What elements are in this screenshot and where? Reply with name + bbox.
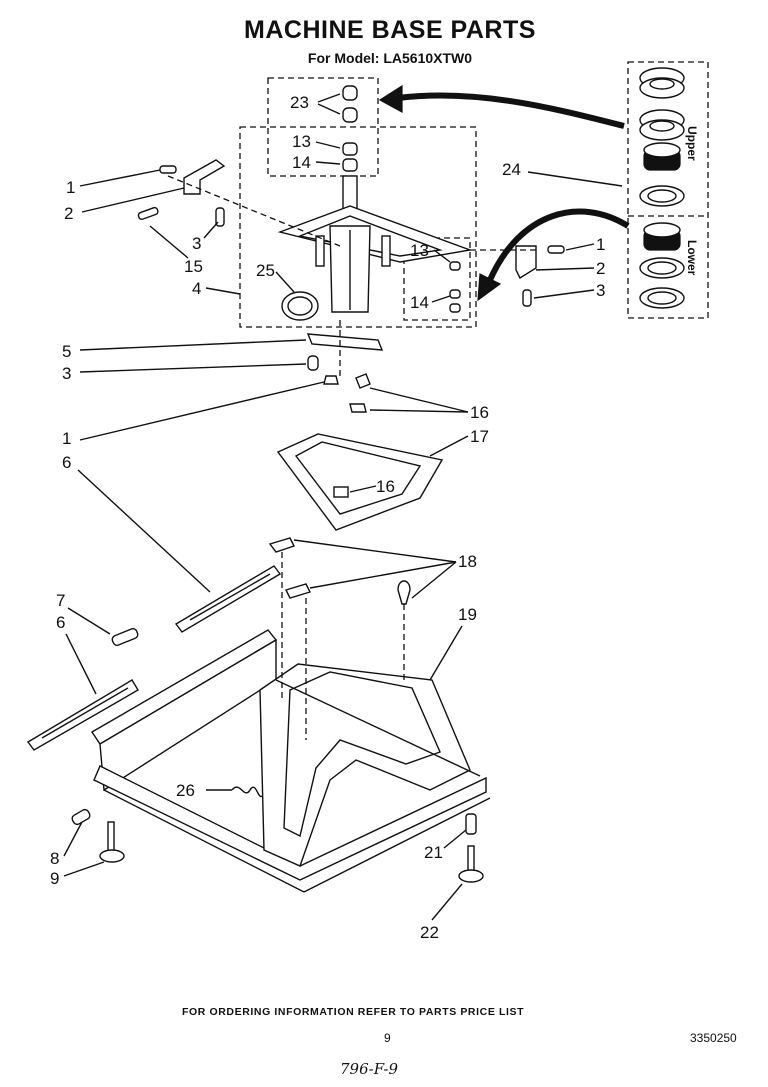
callout-22: 22 bbox=[420, 923, 439, 942]
lower-kit-arrow bbox=[487, 208, 630, 282]
callout-4: 4 bbox=[192, 279, 201, 298]
dashed-group-boxes bbox=[239, 61, 709, 328]
bearing-kit-box bbox=[627, 61, 709, 319]
callout-7: 7 bbox=[56, 591, 65, 610]
model-subtitle: For Model: LA5610XTW0 bbox=[307, 50, 473, 66]
lower-bearing-set bbox=[639, 222, 685, 309]
leveling-legs bbox=[71, 808, 484, 883]
callout-9: 9 bbox=[50, 869, 59, 888]
hub-assembly-box bbox=[239, 126, 477, 328]
callout-18: 18 bbox=[458, 552, 477, 571]
callout-23: 23 bbox=[290, 93, 309, 112]
hose-clip bbox=[231, 786, 263, 798]
callout-3: 3 bbox=[62, 364, 71, 383]
bearing-kit: Upper Lower bbox=[639, 67, 699, 309]
document-number: 3350250 bbox=[690, 1031, 737, 1045]
leader-lines bbox=[63, 93, 623, 921]
callout-2: 2 bbox=[64, 204, 73, 223]
side-rails bbox=[26, 565, 282, 751]
callout-6: 6 bbox=[62, 453, 71, 472]
callout-8: 8 bbox=[50, 849, 59, 868]
curved-arrows bbox=[378, 84, 630, 302]
callout-17: 17 bbox=[470, 427, 489, 446]
callout-2: 2 bbox=[596, 259, 605, 278]
callout-labels: 1 2 3 15 4 25 23 13 14 13 14 24 1 2 3 5 … bbox=[50, 93, 605, 942]
callout-1: 1 bbox=[62, 429, 71, 448]
upper-right-bracket bbox=[515, 245, 565, 307]
callout-25: 25 bbox=[256, 261, 275, 280]
callout-14: 14 bbox=[410, 293, 429, 312]
callout-1: 1 bbox=[66, 178, 75, 197]
hub-assembly bbox=[277, 85, 473, 321]
callout-16: 16 bbox=[470, 403, 489, 422]
callout-1: 1 bbox=[596, 235, 605, 254]
callout-15: 15 bbox=[184, 257, 203, 276]
page-number: 9 bbox=[384, 1031, 391, 1045]
callout-14: 14 bbox=[292, 153, 311, 172]
upper-left-bracket bbox=[137, 159, 226, 227]
lower-label: Lower bbox=[685, 240, 699, 276]
callout-3: 3 bbox=[192, 234, 201, 253]
top-bearing-box bbox=[267, 77, 379, 177]
page-title: MACHINE BASE PARTS bbox=[244, 16, 536, 44]
clips bbox=[268, 537, 411, 605]
upper-bearing-set bbox=[639, 67, 685, 207]
upper-label: Upper bbox=[685, 126, 699, 161]
callout-16: 16 bbox=[376, 477, 395, 496]
callout-21: 21 bbox=[424, 843, 443, 862]
callout-26: 26 bbox=[176, 781, 195, 800]
callout-13: 13 bbox=[410, 241, 429, 260]
tub-support-frame bbox=[276, 403, 444, 531]
ordering-note: FOR ORDERING INFORMATION REFER TO PARTS … bbox=[182, 1006, 525, 1018]
handwritten-note: 796-F-9 bbox=[340, 1060, 399, 1078]
callout-3: 3 bbox=[596, 281, 605, 300]
callout-6: 6 bbox=[56, 613, 65, 632]
callout-5: 5 bbox=[62, 342, 71, 361]
lower-hub-bracket bbox=[306, 333, 384, 389]
callout-13: 13 bbox=[292, 132, 311, 151]
machine-base-frame bbox=[91, 629, 491, 893]
callout-19: 19 bbox=[458, 605, 477, 624]
callout-24: 24 bbox=[502, 160, 521, 179]
upper-kit-arrow bbox=[397, 92, 625, 129]
